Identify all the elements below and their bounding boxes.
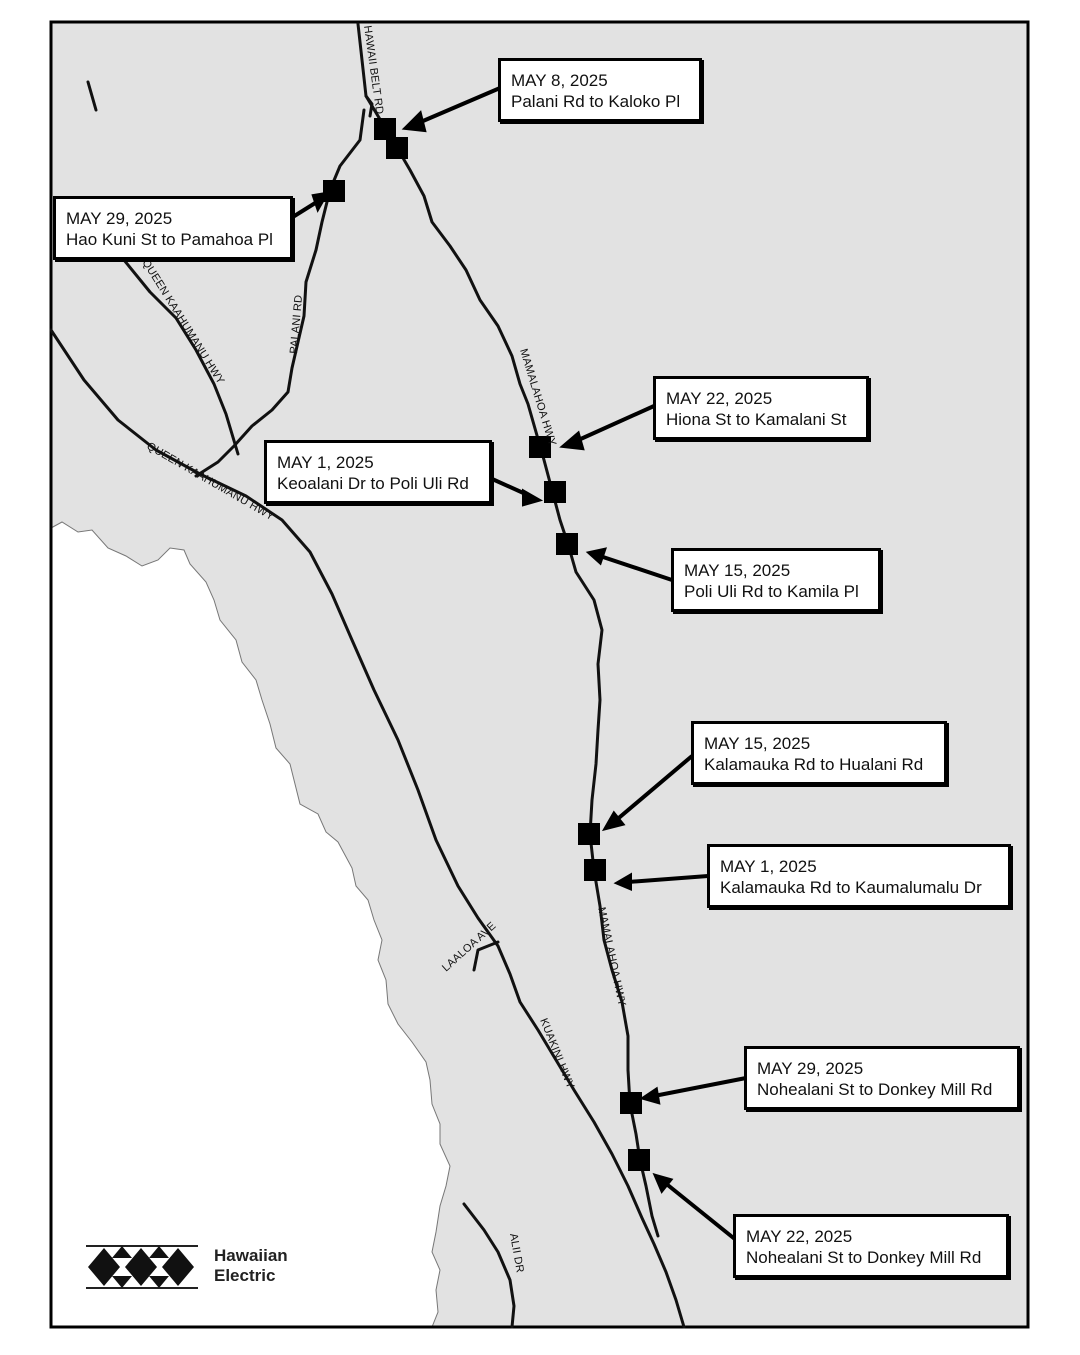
marker[interactable] <box>628 1149 650 1171</box>
marker[interactable] <box>556 533 578 555</box>
callout-segment: Kalamauka Rd to Kaumalumalu Dr <box>720 878 982 897</box>
marker[interactable] <box>584 859 606 881</box>
callout-date: MAY 1, 2025 <box>720 857 817 876</box>
callout-segment: Nohealani St to Donkey Mill Rd <box>746 1248 982 1267</box>
road-dash <box>86 80 98 112</box>
marker[interactable] <box>544 481 566 503</box>
callout-kalamauka-kaumalumalu: MAY 1, 2025 Kalamauka Rd to Kaumalumalu … <box>707 844 1011 908</box>
callout-date: MAY 22, 2025 <box>666 389 773 408</box>
callout-segment: Poli Uli Rd to Kamila Pl <box>684 582 859 601</box>
callout-segment: Palani Rd to Kaloko Pl <box>511 92 681 111</box>
callout-segment: Hao Kuni St to Pamahoa Pl <box>66 230 273 249</box>
marker[interactable] <box>386 137 408 159</box>
marker[interactable] <box>374 118 396 140</box>
road-upper-left <box>122 258 240 456</box>
road-palani-rd <box>194 108 366 478</box>
callout-date: MAY 29, 2025 <box>757 1059 864 1078</box>
callout-poli-uli-kamila: MAY 15, 2025 Poli Uli Rd to Kamila Pl <box>671 548 881 612</box>
logo-line-2: Electric <box>214 1266 276 1285</box>
callout-kalamauka-hualani: MAY 15, 2025 Kalamauka Rd to Hualani Rd <box>691 721 947 785</box>
callout-date: MAY 22, 2025 <box>746 1227 853 1246</box>
marker[interactable] <box>323 180 345 202</box>
callout-keoalani-poli-uli: MAY 1, 2025 Keoalani Dr to Poli Uli Rd <box>264 440 492 504</box>
arrows <box>286 86 747 1242</box>
ocean-area <box>50 521 451 1328</box>
callout-segment: Kalamauka Rd to Hualani Rd <box>704 755 924 774</box>
marker[interactable] <box>578 823 600 845</box>
callout-segment: Hiona St to Kamalani St <box>666 410 847 429</box>
callout-segment: Nohealani St to Donkey Mill Rd <box>757 1080 993 1099</box>
hawaiian-electric-logo: Hawaiian Electric <box>86 1244 326 1292</box>
marker[interactable] <box>620 1092 642 1114</box>
marker[interactable] <box>529 436 551 458</box>
map-border <box>49 20 1030 1329</box>
logo-diamond-icon <box>86 1245 198 1289</box>
road-mamalahoa-hwy <box>356 22 660 1238</box>
callout-palani-kaloko: MAY 8, 2025 Palani Rd to Kaloko Pl <box>498 58 702 122</box>
callout-hao-kuni-pamahoa: MAY 29, 2025 Hao Kuni St to Pamahoa Pl <box>53 196 293 260</box>
markers <box>323 118 650 1171</box>
label-palani-rd: PALANI RD <box>288 294 305 354</box>
logo-line-1: Hawaiian <box>214 1246 288 1265</box>
logo-wordmark: Hawaiian Electric <box>214 1246 288 1286</box>
callout-nohealani-donkey-mill-22: MAY 22, 2025 Nohealani St to Donkey Mill… <box>733 1214 1009 1278</box>
callout-date: MAY 15, 2025 <box>704 734 811 753</box>
callout-hiona-kamalani: MAY 22, 2025 Hiona St to Kamalani St <box>653 376 869 440</box>
road-laaloa-ave <box>472 940 500 972</box>
road-queen-kaahumanu-hwy <box>49 328 686 1329</box>
callout-date: MAY 15, 2025 <box>684 561 791 580</box>
road-belt-spur <box>364 94 374 118</box>
callout-date: MAY 29, 2025 <box>66 209 173 228</box>
road-alii-dr <box>462 1202 516 1329</box>
callout-date: MAY 1, 2025 <box>277 453 374 472</box>
callout-segment: Keoalani Dr to Poli Uli Rd <box>277 474 469 493</box>
callout-nohealani-donkey-mill-29: MAY 29, 2025 Nohealani St to Donkey Mill… <box>744 1046 1020 1110</box>
callout-date: MAY 8, 2025 <box>511 71 608 90</box>
